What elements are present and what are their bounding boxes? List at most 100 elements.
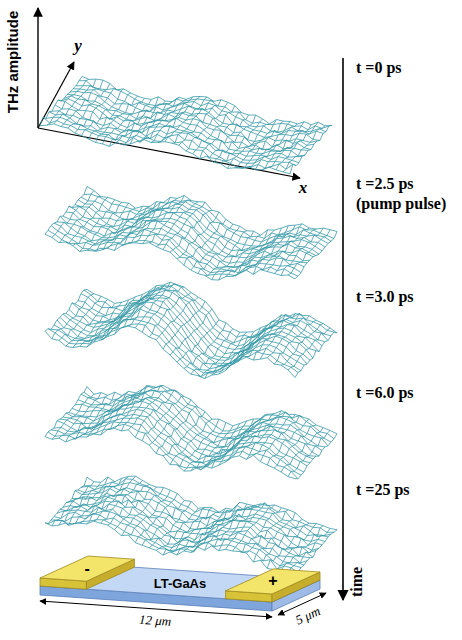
mesh-line [128,389,170,430]
time-label: t =25 ps [356,481,410,499]
mesh-line [96,96,138,142]
mesh-line [52,394,94,439]
mesh-line [149,400,191,445]
mesh-line [80,478,122,523]
mesh-line [149,501,191,547]
mesh-line [84,194,334,238]
mesh-line [135,493,177,542]
mesh-line [156,202,198,247]
mesh-line [73,200,115,246]
mesh-line [94,208,136,251]
mesh-line [226,503,268,549]
mesh-line [179,100,221,146]
mesh-line [191,426,233,471]
electrode-pad: + [223,566,322,604]
axis-label: y [74,37,82,56]
time-label: t =6.0 ps [356,384,414,402]
mesh-line [260,519,302,560]
y-axis [38,62,74,128]
thz-surface-mesh [45,386,337,479]
mesh-line [253,225,295,274]
mesh-line [246,314,288,357]
mesh-line [57,507,307,563]
mesh-line [63,501,313,557]
mesh-line [290,125,332,173]
mesh-line [135,198,177,242]
mesh-line [170,508,212,552]
mesh-line [269,125,311,167]
mesh-line [156,508,198,550]
mesh-line [170,419,212,464]
axis-title: THz amplitude [5,11,22,114]
electrode-pad: - [38,554,137,592]
mesh-line [186,102,228,151]
mesh-line [239,228,281,273]
mesh-line [184,323,226,369]
mesh-line [288,328,330,370]
mesh-line [274,523,316,569]
mesh-line [101,294,143,340]
mesh-line [193,106,235,154]
mesh-line [288,430,330,476]
mesh-line [281,428,323,472]
thz-surface-mesh [40,76,332,174]
mesh-line [45,477,87,524]
mesh-line [84,284,334,337]
time-arrow [342,58,344,600]
mesh-line [108,386,150,430]
mesh-line [267,419,309,465]
mesh-line [47,79,89,125]
mesh-line [219,504,261,551]
mesh-line [149,200,191,243]
mesh-line [80,202,122,251]
mesh-line [246,412,288,459]
time-label: t =3.0 ps [356,288,414,306]
mesh-line [262,122,304,170]
mesh-line [66,197,108,243]
mesh-line [66,497,316,553]
mesh-line [267,523,309,568]
mesh-line [52,191,94,238]
mesh-line [191,224,233,270]
mesh-line [274,320,316,364]
substrate-slab: LT-GaAs - + [34,548,330,620]
mesh-line [177,212,219,259]
polarity-sign: - [85,561,90,577]
mesh-line [69,298,319,358]
mesh-line [246,510,288,553]
mesh-line [163,202,205,250]
mesh-line [246,226,288,271]
mesh-line [45,386,87,436]
mesh-line [239,508,281,553]
material-label: LT-GaAs [154,577,207,590]
mesh-line [253,513,295,562]
mesh-line [87,203,129,250]
mesh-line [177,320,219,362]
mesh-line [59,482,101,525]
mesh-line [128,282,170,326]
mesh-line [82,76,332,125]
mesh-line [68,83,110,128]
mesh-line [165,97,207,142]
mesh-line [295,232,337,279]
mesh-line [200,112,242,159]
mesh-line [121,202,163,245]
note-label: (pump pulse) [356,195,446,213]
mesh-line [260,314,302,360]
mesh-line [214,115,256,162]
mesh-line [52,294,94,339]
time-label: t =0 ps [356,59,402,77]
mesh-line [87,386,337,434]
mesh-line [116,97,158,143]
mesh-line [149,293,191,337]
mesh-line [170,309,212,355]
amplitude-axis [37,8,38,128]
mesh-line [212,332,254,375]
mesh-line [283,126,325,172]
mesh-line [130,102,172,144]
mesh-line [135,390,177,437]
mesh-line [114,487,156,530]
mesh-line [103,98,145,144]
